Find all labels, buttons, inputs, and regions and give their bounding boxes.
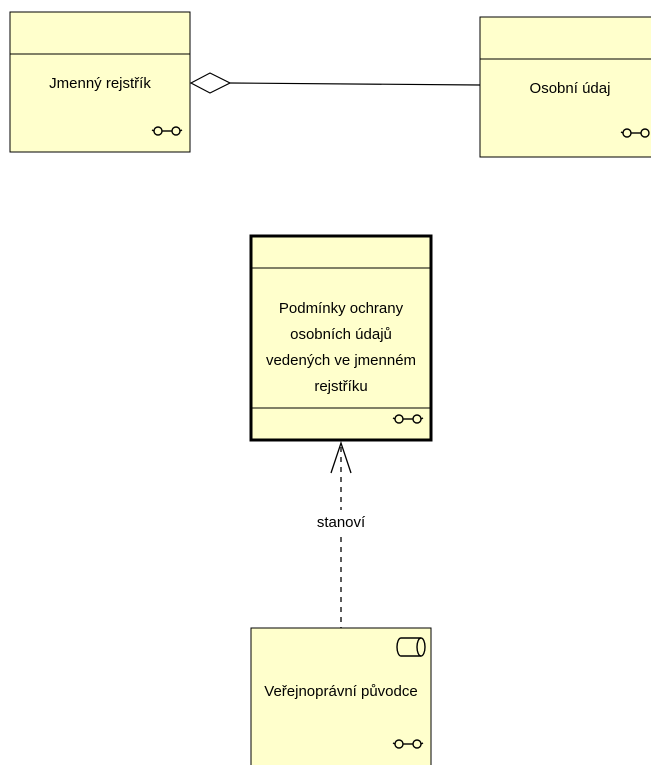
box-podminky[interactable]: Podmínky ochrany osobních údajů vedených… <box>249 234 433 442</box>
box-osobni-udaj[interactable]: Osobní údaj <box>479 16 651 158</box>
association-glasses-icon <box>392 739 424 749</box>
box-label-osobni-udaj: Osobní údaj <box>530 80 611 97</box>
box-label-podminky-line-4: rejstříku <box>314 378 367 395</box>
association-glasses-icon <box>392 414 424 424</box>
box-label-podminky-line-3: vedených ve jmenném <box>266 352 416 369</box>
open-arrowhead-icon <box>330 440 352 474</box>
aggregation-diamond-icon <box>189 72 232 94</box>
association-glasses-icon <box>620 128 650 138</box>
box-label-podminky-line-2: osobních údajů <box>290 326 392 343</box>
box-label-verejnopravni-puvodce: Veřejnoprávní původce <box>264 683 417 700</box>
dependency-connector[interactable]: stanoví <box>306 440 376 628</box>
box-verejnopravni-puvodce[interactable]: Veřejnoprávní původce <box>250 627 432 765</box>
box-label-jmenny-rejstrik: Jmenný rejstřík <box>49 75 151 92</box>
connector-label-stanovi: stanoví <box>317 514 366 531</box>
box-label-podminky-line-1: Podmínky ochrany <box>279 300 404 317</box>
aggregation-connector[interactable] <box>189 72 481 94</box>
box-jmenny-rejstrik[interactable]: Jmenný rejstřík <box>9 11 191 153</box>
cylinder-icon <box>396 637 426 657</box>
association-glasses-icon <box>151 126 183 136</box>
